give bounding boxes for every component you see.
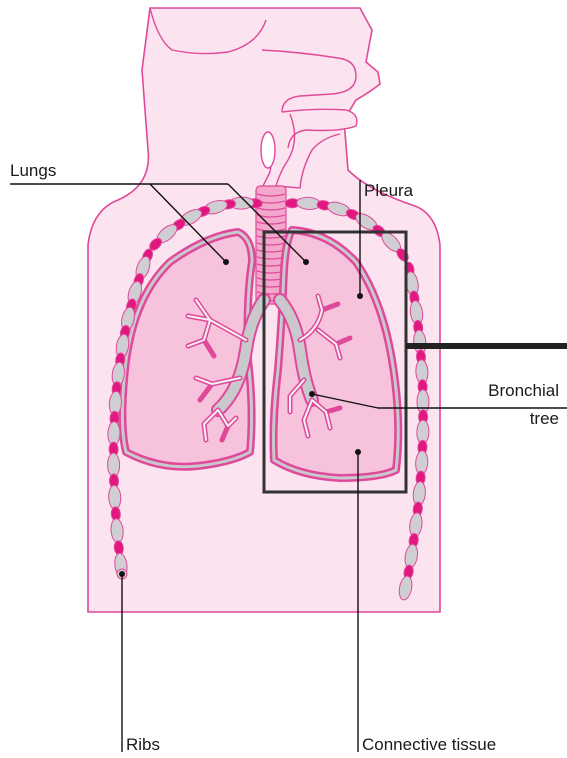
bronchial-tree-label-line1: Bronchial bbox=[488, 382, 559, 399]
pleura-label: Pleura bbox=[364, 182, 413, 199]
bronchial-tree-label-line2: tree bbox=[530, 410, 559, 427]
ribs-label: Ribs bbox=[126, 736, 160, 753]
left-outer-rib-segment bbox=[107, 453, 119, 477]
lungs-label: Lungs bbox=[10, 162, 56, 179]
connective-tissue-label: Connective tissue bbox=[362, 736, 496, 753]
